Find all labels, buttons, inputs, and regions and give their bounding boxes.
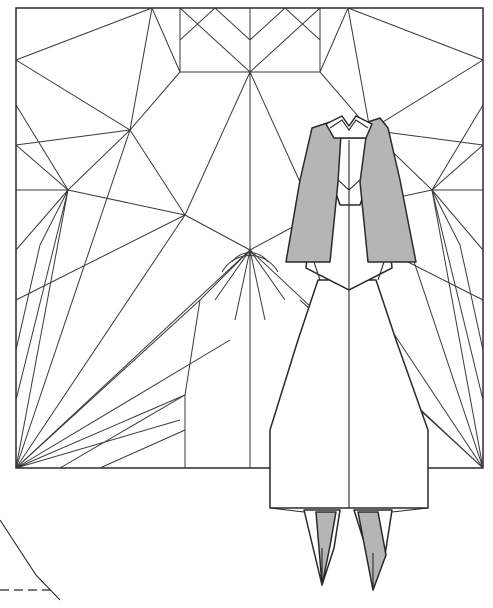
folded-figure (270, 116, 428, 590)
head-top (326, 116, 372, 138)
legs (304, 510, 392, 590)
fold-edge-line (0, 520, 60, 600)
hair-right (360, 118, 416, 262)
fold-indicator (0, 520, 60, 600)
